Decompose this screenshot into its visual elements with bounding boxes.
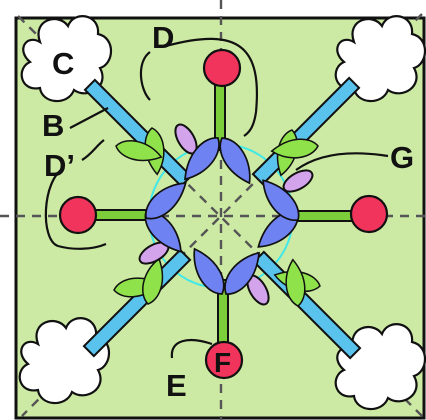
label-d-prime: D’ [44, 148, 75, 183]
label-d: D [152, 20, 174, 55]
flower-icons [58, 48, 389, 380]
leader-lines [44, 37, 389, 359]
flower-icon-right [349, 194, 389, 234]
flower-icon-top [202, 48, 242, 88]
label-e: E [166, 368, 187, 403]
purple-petals [138, 123, 314, 306]
diagonal-bars [82, 76, 362, 360]
label-f: F [214, 347, 231, 378]
flower-icon-bottom [204, 340, 244, 380]
label-b: B [42, 108, 64, 143]
label-g: G [390, 140, 414, 175]
label-c: C [52, 46, 74, 81]
flower-icon-left [58, 195, 98, 235]
